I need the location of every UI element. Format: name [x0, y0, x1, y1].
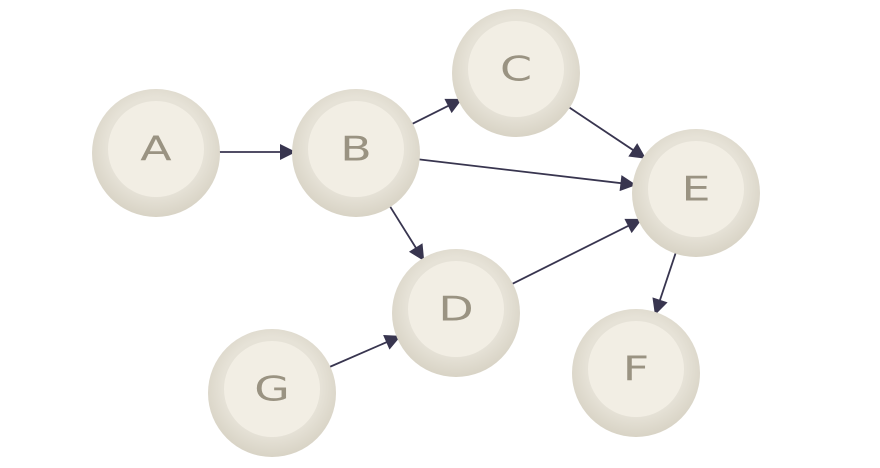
- node-label: G: [254, 369, 290, 409]
- node-G[interactable]: G: [208, 329, 336, 457]
- node-inner-circle: [408, 261, 504, 357]
- node-inner-circle: [468, 21, 564, 117]
- node-B[interactable]: B: [292, 89, 420, 217]
- node-D[interactable]: D: [392, 249, 520, 377]
- node-A[interactable]: A: [92, 89, 220, 217]
- node-inner-circle: [648, 141, 744, 237]
- node-C[interactable]: C: [452, 9, 580, 137]
- edge-B-E: [413, 157, 637, 192]
- node-label: E: [682, 169, 711, 209]
- node-label: F: [623, 349, 649, 389]
- node-F[interactable]: F: [572, 309, 700, 437]
- edge-D-E: [507, 218, 643, 287]
- edge-C-E: [563, 103, 647, 160]
- node-inner-circle: [108, 101, 204, 197]
- edge-G-D: [324, 334, 402, 370]
- edge-B-C: [407, 98, 463, 127]
- node-E[interactable]: E: [632, 129, 760, 257]
- edge-E-F: [652, 246, 679, 316]
- edge-B-D: [385, 200, 425, 262]
- node-inner-circle: [588, 321, 684, 417]
- node-label: C: [500, 49, 532, 89]
- node-inner-circle: [308, 101, 404, 197]
- node-inner-circle: [224, 341, 320, 437]
- node-label: A: [140, 129, 172, 169]
- node-label: D: [438, 289, 473, 329]
- node-label: B: [340, 129, 371, 169]
